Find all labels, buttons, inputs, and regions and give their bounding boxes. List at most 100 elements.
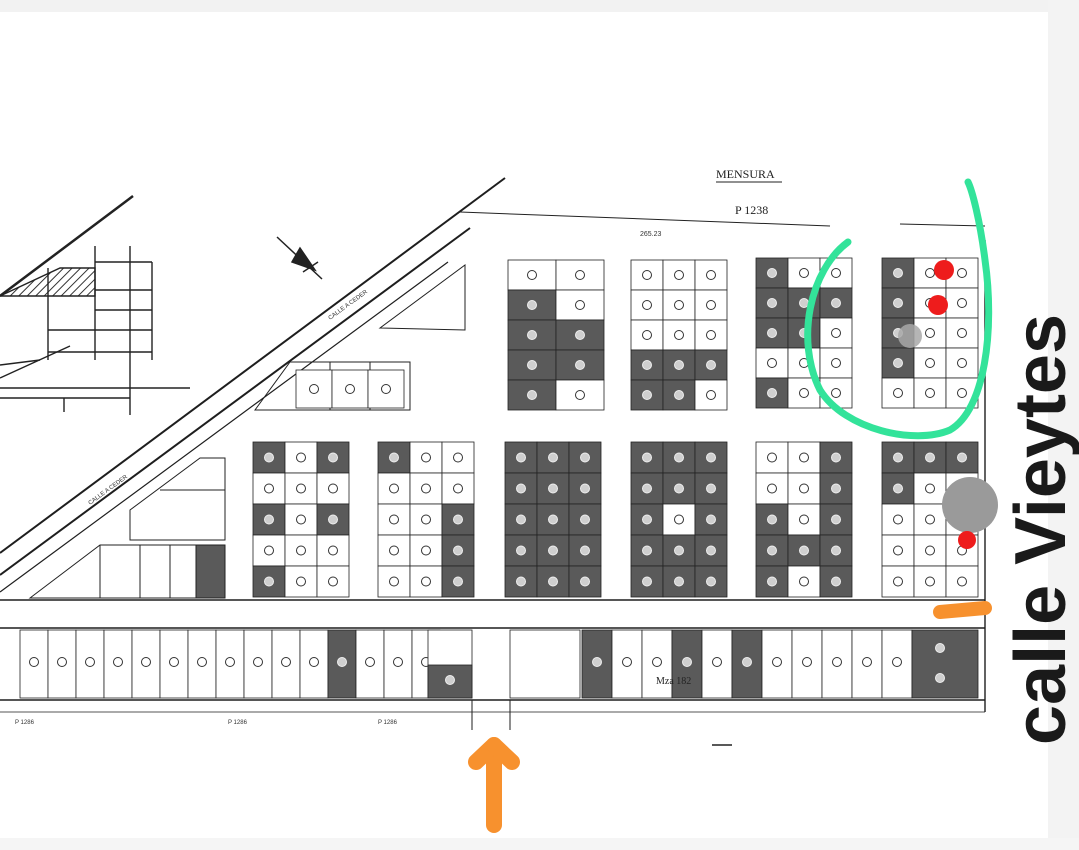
- lot-marker: [832, 657, 842, 667]
- lot-marker: [799, 483, 809, 494]
- lot-marker: [264, 483, 274, 494]
- lot-marker: [622, 657, 632, 667]
- lot-marker: [706, 452, 716, 463]
- lot-marker: [674, 330, 684, 340]
- lot: [694, 441, 728, 474]
- lot-marker: [309, 384, 319, 394]
- lot-marker: [831, 358, 841, 368]
- lot-marker: [674, 452, 684, 463]
- lot-marker: [264, 452, 274, 463]
- lot-marker: [642, 483, 652, 494]
- lot-marker: [225, 657, 235, 667]
- lot-marker: [925, 483, 935, 494]
- lot-marker: [328, 545, 338, 556]
- lot-marker: [862, 657, 872, 667]
- lot-marker: [957, 576, 967, 587]
- lot-marker: [642, 545, 652, 556]
- lot-marker: [706, 576, 716, 587]
- lot-marker: [393, 657, 403, 667]
- lot-marker: [802, 657, 812, 667]
- lot-marker: [706, 390, 716, 400]
- marker-red-1: [934, 260, 954, 280]
- lot: [911, 629, 979, 699]
- lot-marker: [674, 360, 684, 370]
- lot-marker: [682, 657, 692, 667]
- lot-marker: [296, 514, 306, 525]
- up-arrow-icon: [468, 737, 520, 833]
- lot-marker: [309, 657, 319, 667]
- lot-marker: [799, 576, 809, 587]
- lot-marker: [831, 388, 841, 398]
- lot-marker: [389, 514, 399, 525]
- lot-marker: [592, 657, 602, 667]
- lot-marker: [767, 328, 777, 338]
- lot-marker: [548, 576, 558, 587]
- lot-marker: [935, 673, 945, 683]
- lot: [694, 319, 728, 351]
- lot-marker: [652, 657, 662, 667]
- lot-marker: [421, 452, 431, 463]
- lot-marker: [527, 360, 537, 370]
- diagonal-avenue: [0, 177, 506, 593]
- lot-marker: [328, 514, 338, 525]
- lot-marker: [892, 657, 902, 667]
- lot-marker: [799, 388, 809, 398]
- lot-marker: [453, 545, 463, 556]
- lot-marker: [642, 514, 652, 525]
- lot-marker: [799, 268, 809, 278]
- survey-title: MENSURA: [716, 167, 775, 181]
- bottom-label-2: P 1286: [228, 720, 248, 726]
- lot-marker: [516, 514, 526, 525]
- lot-marker: [767, 388, 777, 398]
- lot-marker: [767, 576, 777, 587]
- lot-marker: [674, 576, 684, 587]
- top-dimension: 265.23: [640, 231, 662, 238]
- lot-marker: [453, 452, 463, 463]
- lot-marker: [767, 514, 777, 525]
- lot-marker: [548, 514, 558, 525]
- lot-marker: [767, 298, 777, 308]
- lot-marker: [575, 360, 585, 370]
- marker-gray-2: [942, 477, 998, 533]
- lot-marker: [799, 545, 809, 556]
- lot-marker: [893, 298, 903, 308]
- lot-marker: [389, 452, 399, 463]
- lot-marker: [831, 298, 841, 308]
- lot: [755, 287, 789, 319]
- lot-grid: [19, 257, 979, 699]
- lot-marker: [580, 545, 590, 556]
- lot-marker: [264, 514, 274, 525]
- marker-red-2: [928, 295, 948, 315]
- lot-marker: [706, 360, 716, 370]
- lot-marker: [281, 657, 291, 667]
- lot-marker: [893, 514, 903, 525]
- location-sketch: [0, 195, 190, 415]
- lot-marker: [345, 384, 355, 394]
- lot-marker: [296, 545, 306, 556]
- block-label: Mza 182: [656, 676, 691, 687]
- lot-marker: [253, 657, 263, 667]
- lot-marker: [169, 657, 179, 667]
- lot-marker: [548, 545, 558, 556]
- lot-marker: [706, 514, 716, 525]
- lot-marker: [580, 576, 590, 587]
- bottom-label-3: P 1286: [378, 720, 398, 726]
- lot: [821, 629, 853, 699]
- lot-marker: [957, 328, 967, 338]
- lot-marker: [337, 657, 347, 667]
- lot-marker: [957, 298, 967, 308]
- lot-marker: [925, 328, 935, 338]
- lot-marker: [527, 270, 537, 280]
- lot-marker: [57, 657, 67, 667]
- lot-marker: [580, 452, 590, 463]
- lot-marker: [453, 483, 463, 494]
- lot-marker: [925, 268, 935, 278]
- lot-marker: [957, 452, 967, 463]
- lot-marker: [421, 576, 431, 587]
- lot-marker: [527, 330, 537, 340]
- street-lines: [0, 240, 986, 730]
- lot-marker: [706, 483, 716, 494]
- lot-marker: [767, 268, 777, 278]
- lot-marker: [264, 545, 274, 556]
- lot-marker: [767, 452, 777, 463]
